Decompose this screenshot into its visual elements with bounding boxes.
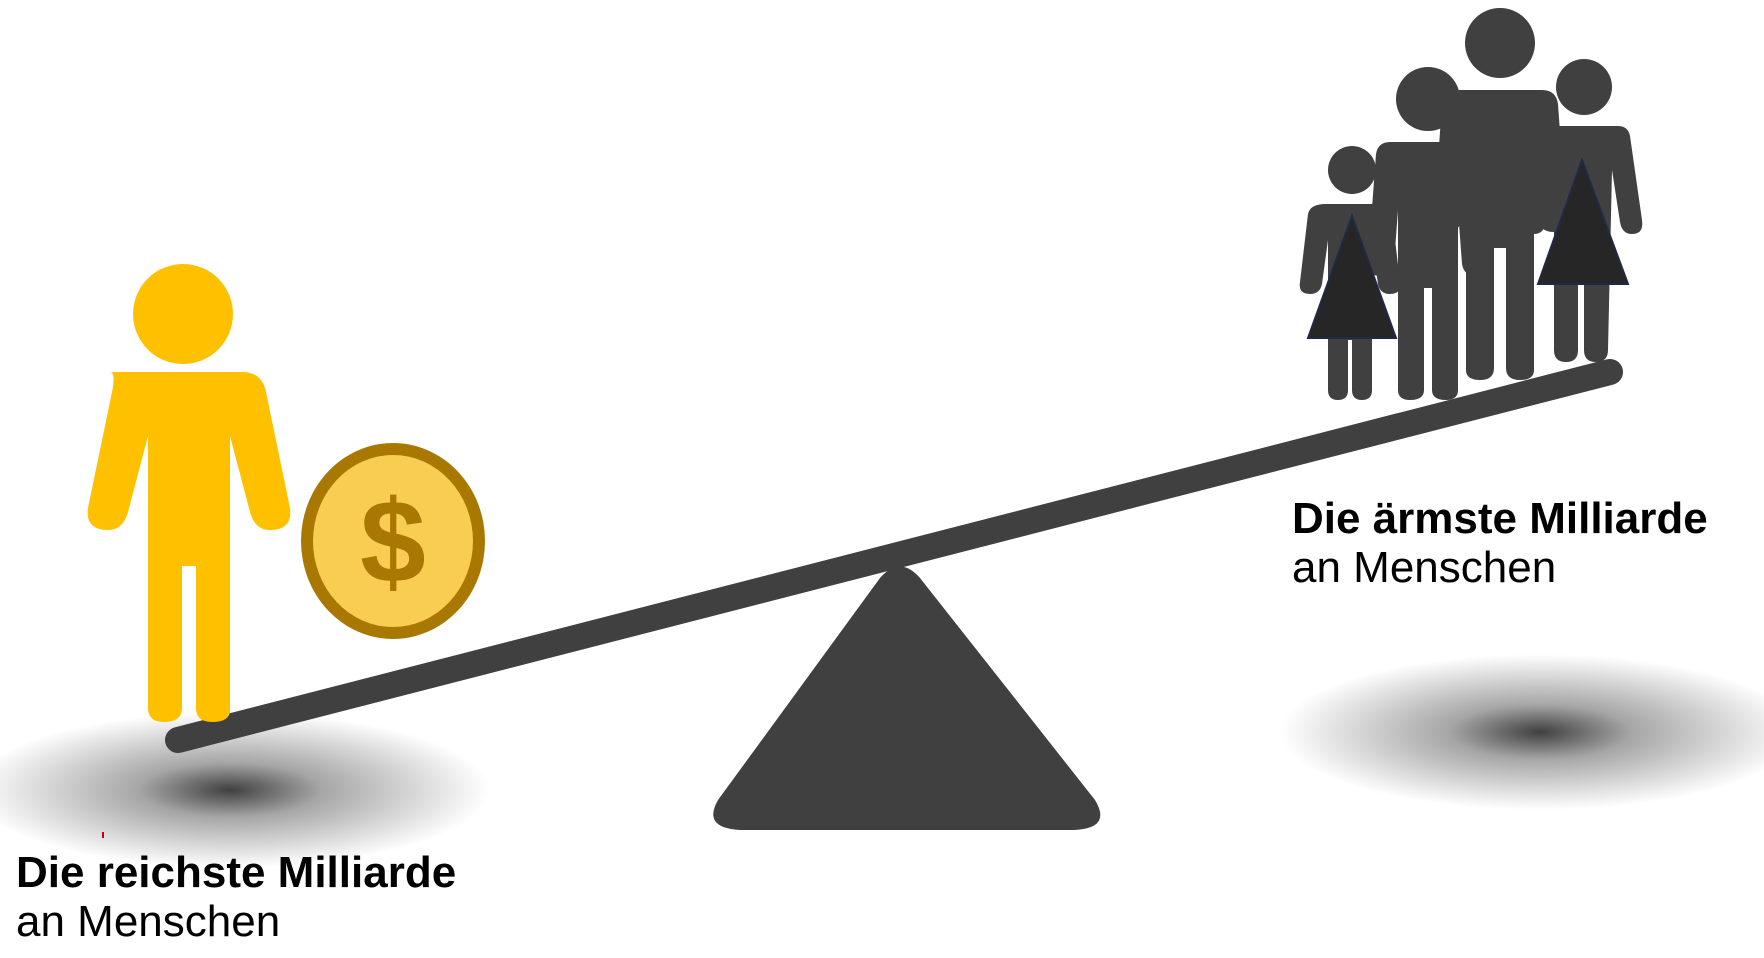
right-ground-shadow	[1280, 654, 1764, 810]
red-tick-mark	[102, 832, 104, 838]
right-caption-subtitle: an Menschen	[1292, 543, 1708, 592]
coin-dollar-symbol: $	[360, 476, 426, 608]
rich-person-icon	[88, 264, 291, 722]
left-caption-title: Die reichste Milliarde	[16, 848, 456, 897]
seesaw-fulcrum-icon	[713, 567, 1100, 831]
left-caption: Die reichste Milliarde an Menschen	[16, 848, 456, 947]
family-icon	[1300, 8, 1643, 400]
dollar-coin-icon: $	[301, 443, 485, 639]
right-caption-title: Die ärmste Milliarde	[1292, 494, 1708, 543]
right-caption: Die ärmste Milliarde an Menschen	[1292, 494, 1708, 593]
left-caption-subtitle: an Menschen	[16, 897, 456, 946]
